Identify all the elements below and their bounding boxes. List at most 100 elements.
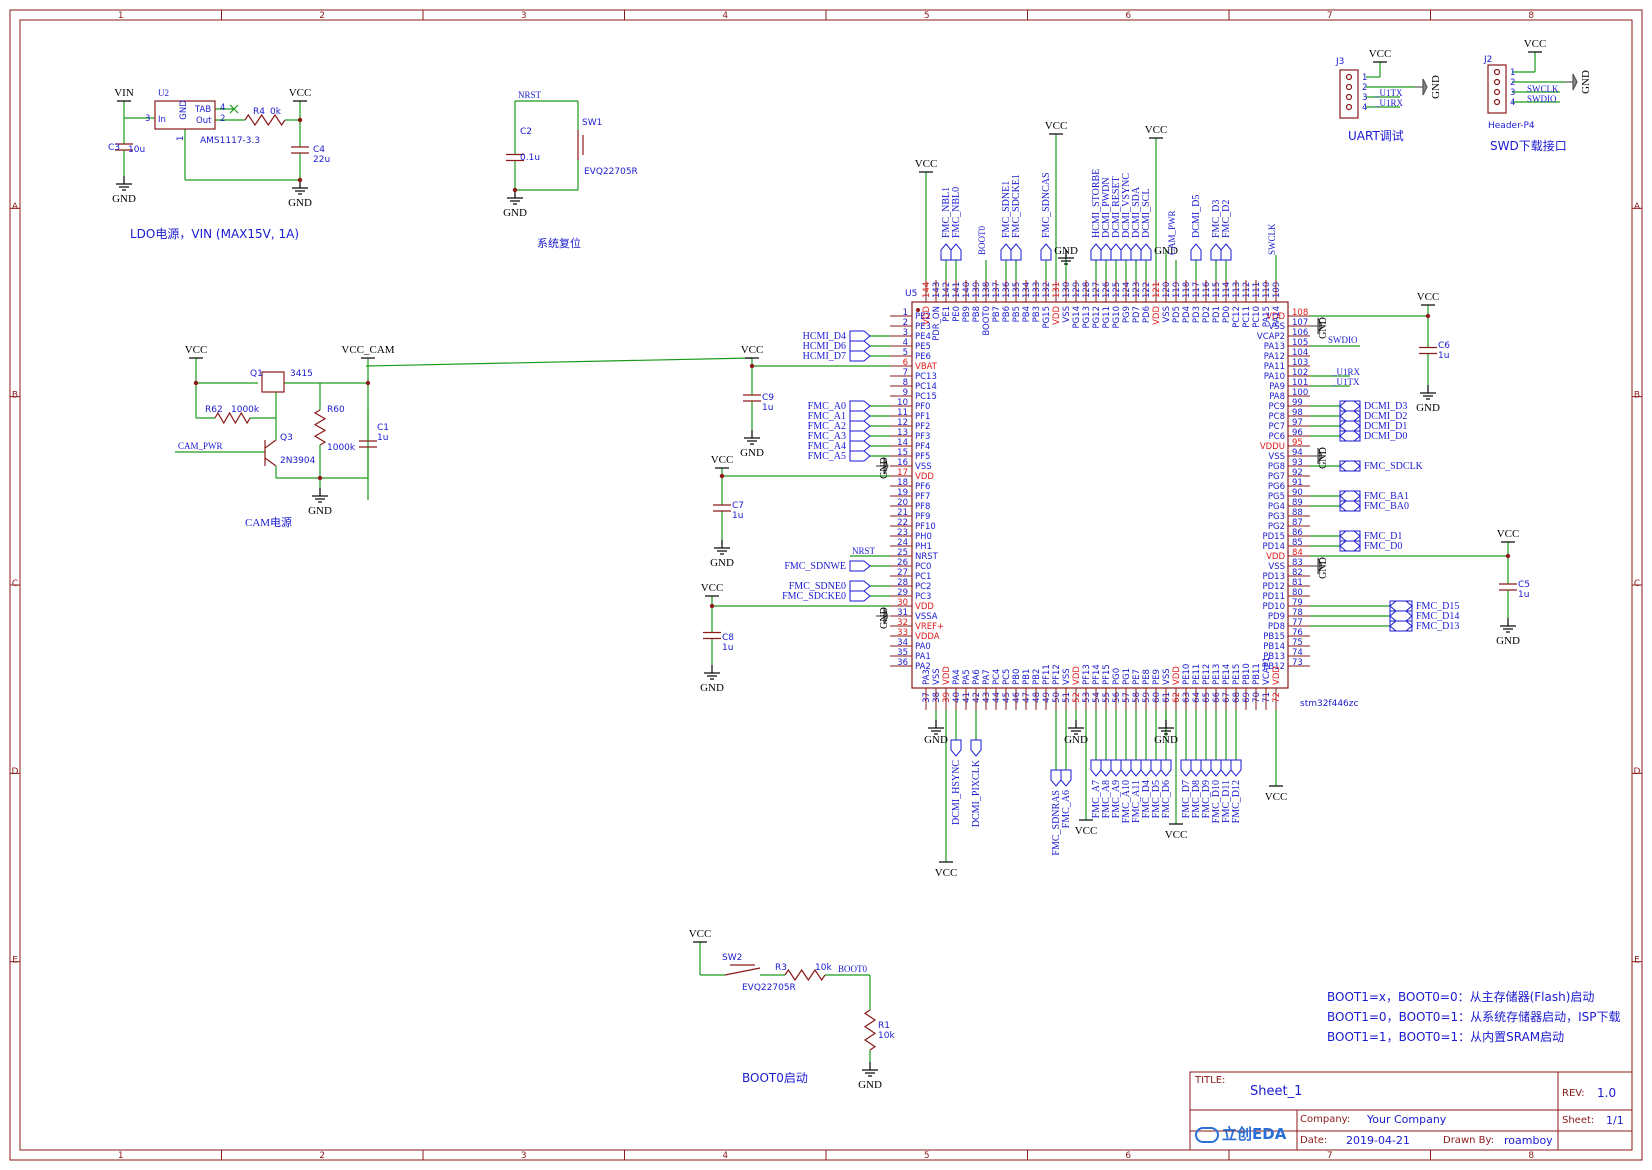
junction-dot <box>1425 313 1431 319</box>
pin-number: 118 <box>1182 282 1192 298</box>
r3-value: 10k <box>815 963 832 973</box>
flag-fmc_d7 <box>1180 759 1192 777</box>
gnd-symbol <box>1317 447 1323 465</box>
q1-part: 3415 <box>290 369 313 379</box>
flag-dcmi-d5 <box>1190 243 1202 261</box>
pin-name: PB10 <box>1242 663 1252 685</box>
grid-row-label: E <box>1634 956 1640 966</box>
sw2-part: EVQ22705R <box>742 983 796 993</box>
c6-ref: C6 <box>1438 341 1450 351</box>
pin-number: 141 <box>952 282 962 298</box>
r3-resistor <box>784 968 826 982</box>
flag-fmc-ba1 <box>1339 490 1361 502</box>
j3-pin-num: 4 <box>1362 103 1367 113</box>
pin-name: VCAP2 <box>1257 332 1285 342</box>
pin-number: 78 <box>1292 608 1303 618</box>
flag-dcmi-hsync <box>950 739 962 757</box>
vcc-label: VCC <box>1165 829 1188 841</box>
vcc-label: VCC_CAM <box>341 344 394 356</box>
net-label: DCMI_D5 <box>1191 195 1202 238</box>
gnd-label: GND <box>1416 402 1440 414</box>
gnd-label: GND <box>1318 317 1329 339</box>
pin-name: VDD <box>1152 306 1162 325</box>
vcc-label: VCC <box>289 87 312 99</box>
net-label: FMC_BA0 <box>1364 501 1409 512</box>
mcu-u5[interactable] <box>890 280 1310 710</box>
pin-number: 116 <box>1202 282 1212 298</box>
pin-number: 129 <box>1072 282 1082 298</box>
pin-number: 21 <box>897 508 908 518</box>
pin-name: VDD <box>1172 666 1182 685</box>
pin-number: 104 <box>1292 348 1308 358</box>
pin-name: PE10 <box>1182 664 1192 685</box>
pin-name: PC10 <box>1252 306 1262 328</box>
pin-number: 121 <box>1152 282 1162 298</box>
pin-number: 19 <box>897 488 908 498</box>
pin-name: PA0 <box>915 642 931 652</box>
pin-name: PD0 <box>1222 306 1232 323</box>
pin-number: 132 <box>1042 282 1052 298</box>
net-label: FMC_SDNE1 <box>1001 181 1012 238</box>
pin-name: VSS <box>1162 306 1172 323</box>
pin-name: VDD <box>942 666 952 685</box>
pin-name: PB3 <box>1032 306 1042 322</box>
pin-number: 74 <box>1292 648 1303 658</box>
vcc-label: VCC <box>1075 825 1098 837</box>
pin-number: 17 <box>897 468 908 478</box>
grid-row-label: B <box>12 391 18 401</box>
pin-number: 59 <box>1142 692 1152 703</box>
flag-fmc-sdncas <box>1040 243 1052 261</box>
pin-name: VSS <box>1268 452 1285 462</box>
flag-fmc-ba1 <box>1339 490 1361 502</box>
reset-nrst-label: NRST <box>518 90 542 100</box>
net-label: FMC_D14 <box>1416 611 1459 622</box>
pin-name: PG0 <box>1112 668 1122 685</box>
net-label: FMC_D15 <box>1416 601 1459 612</box>
net-label: DCMI_RESET <box>1111 176 1122 238</box>
r62-ref: R62 <box>205 405 223 415</box>
pin-name: PD6 <box>1142 306 1152 323</box>
pin-name: PD3 <box>1192 306 1202 323</box>
pin-name: VDD <box>922 306 932 325</box>
pin-number: 20 <box>897 498 908 508</box>
sw1-ref: SW1 <box>582 118 602 128</box>
flag-fmc_a10 <box>1120 759 1132 777</box>
junction-dot <box>297 117 303 123</box>
c7-ref: C7 <box>732 501 744 511</box>
grid-col-label: 6 <box>1125 11 1131 21</box>
pin-name: NRST <box>915 552 939 562</box>
gnd-label: GND <box>1318 447 1329 469</box>
pin-number: 11 <box>897 408 908 418</box>
c2-ref: C2 <box>520 127 532 137</box>
pin-number: 139 <box>972 282 982 298</box>
pin-number: 60 <box>1152 692 1162 703</box>
gnd-label: GND <box>1496 635 1520 647</box>
pin-number: 115 <box>1212 282 1222 298</box>
flag-dcmi-d1 <box>1339 420 1361 432</box>
c1-ref: C1 <box>377 423 389 433</box>
grid-row-label: B <box>1634 391 1640 401</box>
flag-fmc_d13 <box>1389 620 1413 632</box>
pin-number: 135 <box>1012 282 1022 298</box>
net-label: DCMI_VSYNC <box>1121 173 1132 238</box>
net-flags-layer <box>849 243 1413 787</box>
grid-row-label: A <box>12 202 19 212</box>
gnd-label: GND <box>1154 245 1178 257</box>
vcc-label: VCC <box>185 344 208 356</box>
gnd-label: GND <box>924 734 948 746</box>
pin-name: PB13 <box>1263 652 1285 662</box>
pin-number: 136 <box>1002 282 1012 298</box>
pin-name: PD15 <box>1263 532 1286 542</box>
vcc-label: VCC <box>1045 120 1068 132</box>
net-label: HCMI_D6 <box>803 341 846 352</box>
pin-name: PD14 <box>1263 542 1286 552</box>
net-label: DCMI_D0 <box>1364 431 1407 442</box>
net-label: FMC_D4 <box>1141 780 1152 818</box>
pin-number: 113 <box>1232 282 1242 298</box>
pin-name: PB11 <box>1252 663 1262 685</box>
r62-value: 1000k <box>231 405 260 415</box>
pin-name: PB1 <box>1022 669 1032 685</box>
flag-fmc-d0 <box>1339 540 1361 552</box>
pin-number: 29 <box>897 588 908 598</box>
pin-name: PE3 <box>915 322 931 332</box>
